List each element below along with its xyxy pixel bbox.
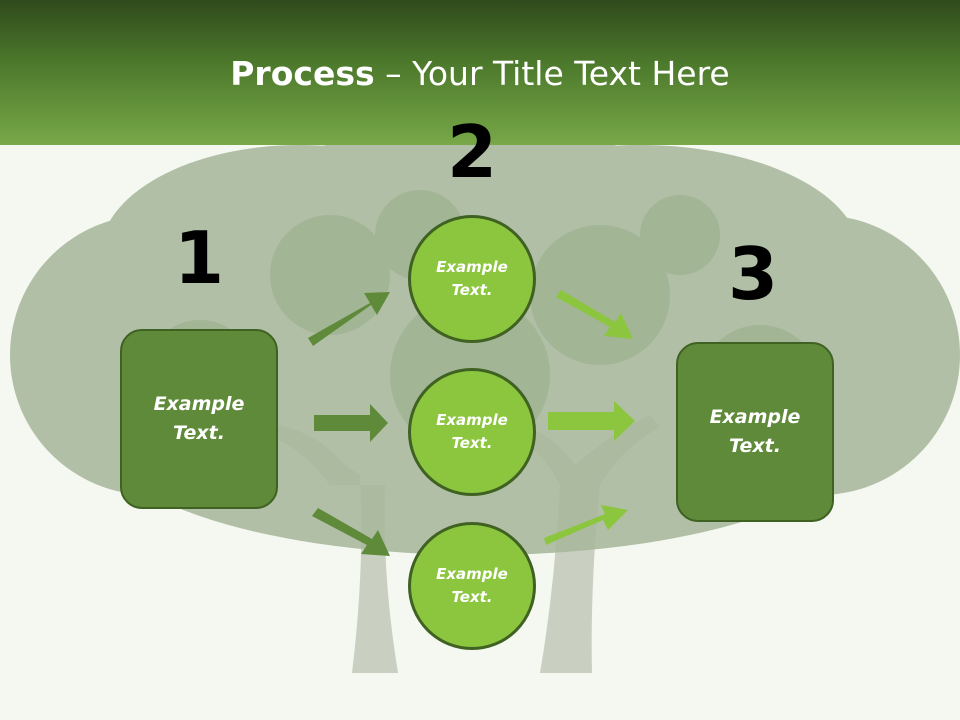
circle-bottom-text: Example Text.: [436, 565, 508, 606]
step-2-circle-top: Example Text.: [408, 215, 536, 343]
arrow-middle-to-right: [548, 401, 635, 441]
step-2-circle-middle: Example Text.: [408, 368, 536, 496]
step-3-box-text: Example Text.: [709, 406, 801, 457]
arrow-left-to-middle: [314, 404, 388, 442]
page-title: Process – Your Title Text Here: [0, 52, 960, 96]
circle-top-text: Example Text.: [436, 258, 508, 299]
step-number-1: 1: [173, 216, 225, 300]
step-1-box-text: Example Text.: [153, 393, 245, 444]
title-bold-part: Process: [230, 54, 375, 93]
title-bar: [0, 0, 960, 145]
arrow-top-to-right: [556, 290, 633, 339]
arrow-left-to-top: [308, 292, 390, 346]
step-2-circle-bottom: Example Text.: [408, 522, 536, 650]
step-number-2: 2: [446, 110, 498, 194]
circle-middle-text: Example Text.: [436, 411, 508, 452]
arrow-bottom-to-right: [544, 505, 628, 545]
title-rest-part: – Your Title Text Here: [374, 54, 730, 93]
step-number-3: 3: [727, 232, 779, 316]
arrow-left-to-bottom: [312, 508, 390, 556]
step-1-box: Example Text.: [120, 329, 278, 509]
step-3-box: Example Text.: [676, 342, 834, 522]
